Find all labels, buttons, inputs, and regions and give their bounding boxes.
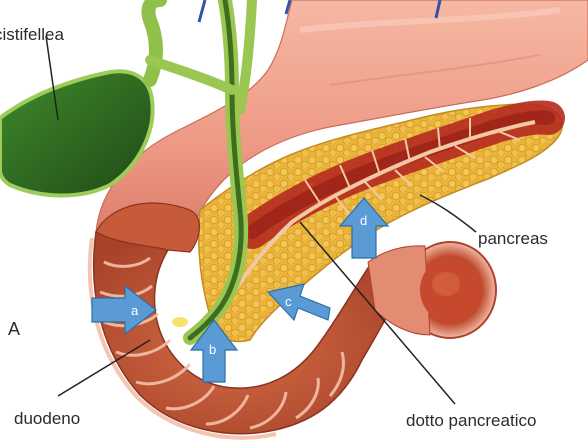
- label-pancreatic-duct: dotto pancreatico: [406, 412, 536, 429]
- arrow-c-letter: c: [285, 294, 292, 309]
- blue-arrow-icon: [268, 284, 330, 320]
- arrow-b-letter: b: [209, 342, 216, 357]
- label-pancreas: pancreas: [478, 230, 548, 247]
- arrow-a-letter: a: [131, 303, 139, 318]
- figure-letter: A: [8, 320, 20, 338]
- arrow-d-letter: d: [360, 213, 367, 228]
- arrow-c: c: [268, 284, 330, 320]
- label-gallbladder: cistifellea: [0, 26, 64, 43]
- label-duodenum: duodeno: [14, 410, 80, 427]
